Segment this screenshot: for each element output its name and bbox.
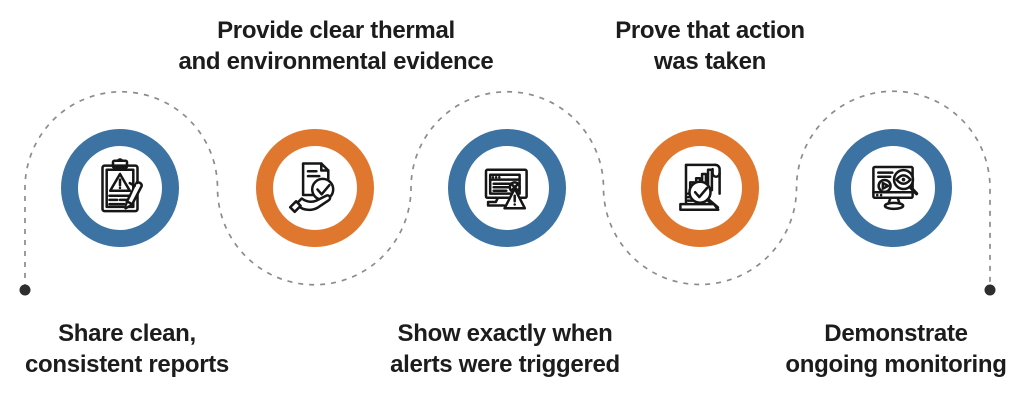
dashed-serpentine-line <box>24 90 991 289</box>
step-label-2: Provide clear thermal and environmental … <box>156 15 516 77</box>
step-label-4: Prove that action was taken <box>560 15 860 77</box>
step-circle-3 <box>448 129 566 247</box>
step-label-3-line-1: Show exactly when <box>397 320 613 347</box>
monitor-play-eye-monitoring-icon <box>858 153 928 223</box>
step-circle-1 <box>61 129 179 247</box>
step-label-2-line-2: and environmental evidence <box>178 48 494 75</box>
step-circle-4 <box>641 129 759 247</box>
step-label-1-line-1: Share clean, <box>58 320 196 347</box>
step-label-1-line-2: consistent reports <box>25 351 229 378</box>
step-circle-2 <box>256 129 374 247</box>
step-label-5: Demonstrate ongoing monitoring <box>746 318 1024 380</box>
document-approved-hand-icon <box>280 153 350 223</box>
step-label-3-line-2: alerts were triggered <box>390 351 620 378</box>
step-label-5-line-1: Demonstrate <box>824 320 968 347</box>
clipboard-warning-report-icon <box>85 153 155 223</box>
step-label-2-line-1: Provide clear thermal <box>217 17 455 44</box>
step-circle-5 <box>834 129 952 247</box>
step-label-4-line-1: Prove that action <box>615 17 805 44</box>
step-label-1: Share clean, consistent reports <box>0 318 267 380</box>
step-label-5-line-2: ongoing monitoring <box>785 351 1007 378</box>
step-label-4-line-2: was taken <box>653 48 767 75</box>
step-label-3: Show exactly when alerts were triggered <box>345 318 665 380</box>
monitor-alert-warning-icon <box>472 153 542 223</box>
path-start-dot <box>19 284 31 296</box>
chart-magnifier-check-icon <box>665 153 735 223</box>
path-end-dot <box>984 284 996 296</box>
